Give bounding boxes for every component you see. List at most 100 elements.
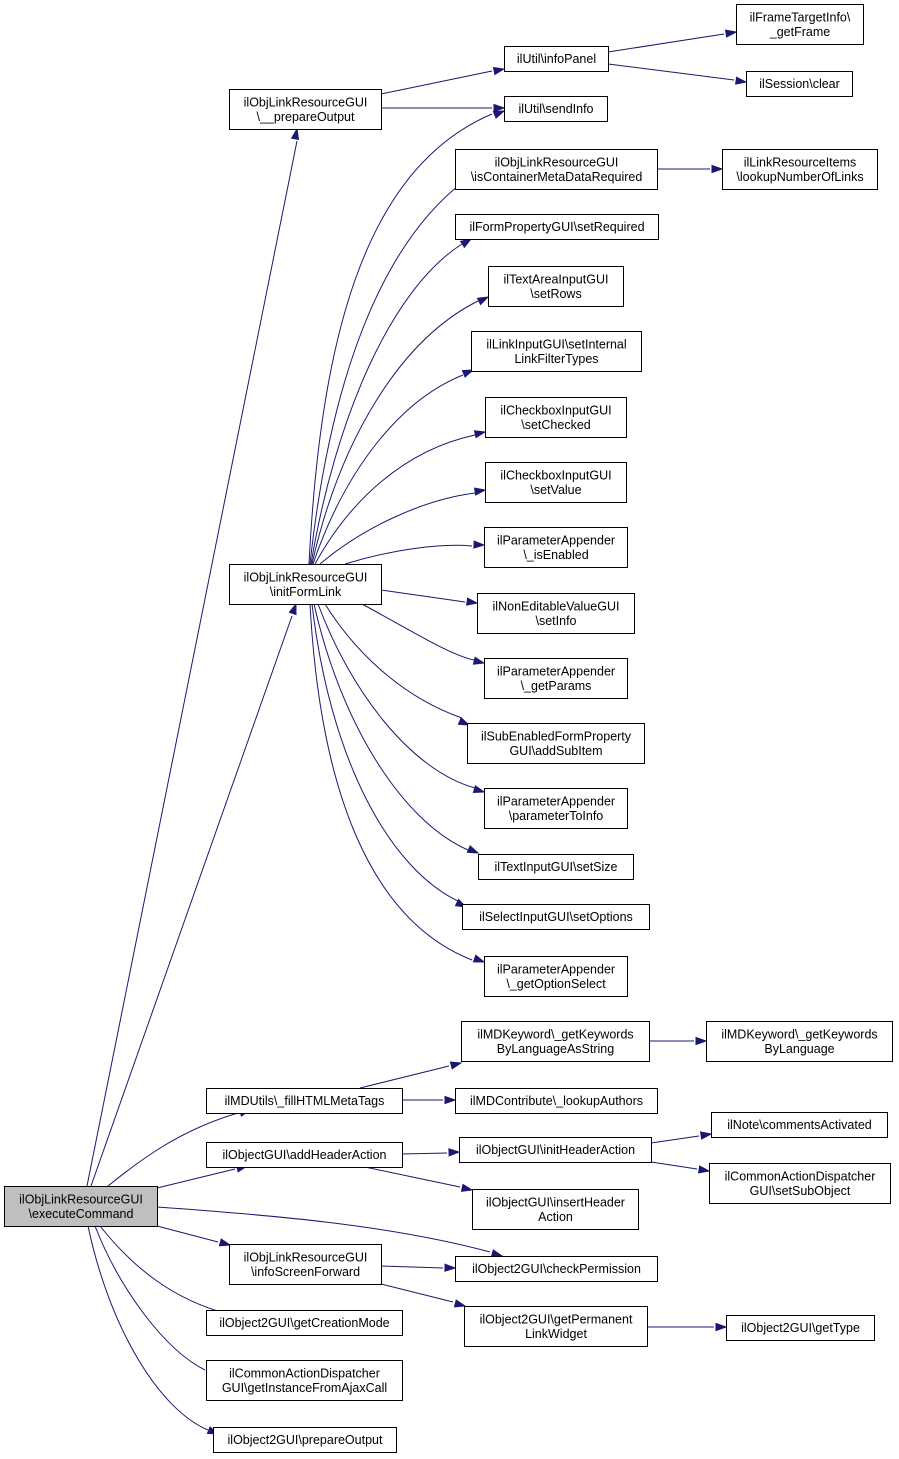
node-box[interactable] [462, 904, 650, 930]
node-label: ByLanguageAsString [497, 1042, 614, 1056]
node-creation[interactable]: ilObject2GUI\getCreationMode [206, 1310, 403, 1336]
edge-initForm-to-setReq [310, 238, 473, 565]
node-infoPanel[interactable]: ilUtil\infoPanel [504, 46, 609, 72]
node-sendInfo[interactable]: ilUtil\sendInfo [504, 96, 608, 122]
node-root[interactable]: ilObjLinkResourceGUI\executeCommand [4, 1186, 158, 1227]
node-box[interactable] [206, 1310, 403, 1336]
edge-line [156, 1168, 236, 1189]
node-box[interactable] [229, 1244, 382, 1285]
node-box[interactable] [477, 593, 635, 634]
node-box[interactable] [229, 89, 382, 130]
node-label: ilParameterAppender [497, 962, 615, 976]
node-label: ilObjLinkResourceGUI [244, 1250, 368, 1264]
node-label: ilCommonActionDispatcher [725, 1169, 876, 1183]
node-label: ilCheckboxInputGUI [500, 468, 611, 482]
edge-initForm-to-paramInfo [317, 603, 486, 794]
node-prepOut[interactable]: ilObjLinkResourceGUI\__prepareOutput [229, 89, 382, 130]
node-box[interactable] [709, 1163, 891, 1204]
node-box[interactable] [213, 1427, 397, 1453]
node-fillMeta[interactable]: ilMDUtils\_fillHTMLMetaTags [206, 1088, 403, 1114]
node-getType[interactable]: ilObject2GUI\getType [726, 1315, 875, 1341]
node-box[interactable] [472, 1189, 639, 1230]
node-box[interactable] [206, 1142, 403, 1168]
node-isCont[interactable]: ilObjLinkResourceGUI\isContainerMetaData… [455, 149, 658, 190]
edge-initForm-to-isEnabled [344, 540, 486, 565]
node-kwStr[interactable]: ilMDKeyword\_getKeywordsByLanguageAsStri… [461, 1021, 650, 1062]
node-setChecked[interactable]: ilCheckboxInputGUI\setChecked [485, 397, 627, 438]
node-isEnabled[interactable]: ilParameterAppender\_isEnabled [484, 527, 628, 568]
node-box[interactable] [485, 397, 627, 438]
node-initHeader[interactable]: ilObjectGUI\initHeaderAction [459, 1137, 652, 1163]
edge-initHeader-to-setSubObj [650, 1161, 711, 1174]
node-checkPerm[interactable]: ilObject2GUI\checkPermission [455, 1256, 658, 1282]
node-getParams[interactable]: ilParameterAppender\_getParams [484, 658, 628, 699]
node-box[interactable] [464, 1306, 648, 1347]
edge-line [309, 603, 473, 961]
node-addHeader[interactable]: ilObjectGUI\addHeaderAction [206, 1142, 403, 1168]
node-box[interactable] [459, 1137, 652, 1163]
node-setSize[interactable]: ilTextInputGUI\setSize [478, 854, 634, 880]
node-box[interactable] [504, 96, 608, 122]
node-box[interactable] [504, 46, 609, 72]
node-label: ilMDContribute\_lookupAuthors [470, 1094, 643, 1108]
node-prepOut2[interactable]: ilObject2GUI\prepareOutput [213, 1427, 397, 1453]
node-label: ilSelectInputGUI\setOptions [479, 910, 633, 924]
edge-line [90, 615, 293, 1187]
node-setRows[interactable]: ilTextAreaInputGUI\setRows [488, 266, 624, 307]
node-box[interactable] [4, 1186, 158, 1227]
node-box[interactable] [711, 1112, 888, 1138]
node-box[interactable] [455, 1256, 658, 1282]
node-box[interactable] [229, 564, 382, 605]
node-getOptSel[interactable]: ilParameterAppender\_getOptionSelect [484, 956, 628, 997]
node-setOpts[interactable]: ilSelectInputGUI\setOptions [462, 904, 650, 930]
node-setValue[interactable]: ilCheckboxInputGUI\setValue [485, 462, 627, 503]
node-paramInfo[interactable]: ilParameterAppender\parameterToInfo [484, 788, 628, 829]
node-box[interactable] [736, 4, 864, 45]
node-box[interactable] [484, 658, 628, 699]
node-box[interactable] [484, 527, 628, 568]
call-edges [86, 29, 748, 1435]
node-box[interactable] [726, 1315, 875, 1341]
node-box[interactable] [206, 1088, 403, 1114]
node-box[interactable] [455, 1088, 658, 1114]
node-comments[interactable]: ilNote\commentsActivated [711, 1112, 888, 1138]
node-box[interactable] [706, 1021, 893, 1062]
node-box[interactable] [455, 149, 658, 190]
node-box[interactable] [206, 1360, 403, 1401]
edge-permLink-to-getType [647, 1322, 728, 1332]
node-label: \isContainerMetaDataRequired [471, 170, 643, 184]
node-lookupLinks[interactable]: ilLinkResourceItems\lookupNumberOfLinks [722, 149, 878, 190]
node-box[interactable] [467, 723, 645, 764]
edge-line [380, 589, 466, 603]
node-nonEdit[interactable]: ilNonEditableValueGUI\setInfo [477, 593, 635, 634]
node-label: ilObjLinkResourceGUI [19, 1192, 143, 1206]
node-box[interactable] [461, 1021, 650, 1062]
node-label: GUI\setSubObject [750, 1184, 851, 1198]
edge-infoFwd-to-permLink [380, 1283, 467, 1308]
node-box[interactable] [471, 331, 642, 372]
node-lookupAuth[interactable]: ilMDContribute\_lookupAuthors [455, 1088, 658, 1114]
node-box[interactable] [722, 149, 878, 190]
node-label: ilObject2GUI\getCreationMode [219, 1316, 389, 1330]
node-initForm[interactable]: ilObjLinkResourceGUI\initFormLink [229, 564, 382, 605]
node-box[interactable] [485, 462, 627, 503]
node-label: ilSubEnabledFormProperty [481, 729, 632, 743]
node-infoFwd[interactable]: ilObjLinkResourceGUI\infoScreenForward [229, 1244, 382, 1285]
node-box[interactable] [746, 71, 853, 97]
node-box[interactable] [455, 214, 659, 240]
node-setReq[interactable]: ilFormPropertyGUI\setRequired [455, 214, 659, 240]
node-ajax[interactable]: ilCommonActionDispatcherGUI\getInstanceF… [206, 1360, 403, 1401]
node-sessClear[interactable]: ilSession\clear [746, 71, 853, 97]
node-setInt[interactable]: ilLinkInputGUI\setInternalLinkFilterType… [471, 331, 642, 372]
node-box[interactable] [484, 956, 628, 997]
node-box[interactable] [484, 788, 628, 829]
node-getFrame[interactable]: ilFrameTargetInfo\_getFrame [736, 4, 864, 45]
node-box[interactable] [478, 854, 634, 880]
node-box[interactable] [488, 266, 624, 307]
